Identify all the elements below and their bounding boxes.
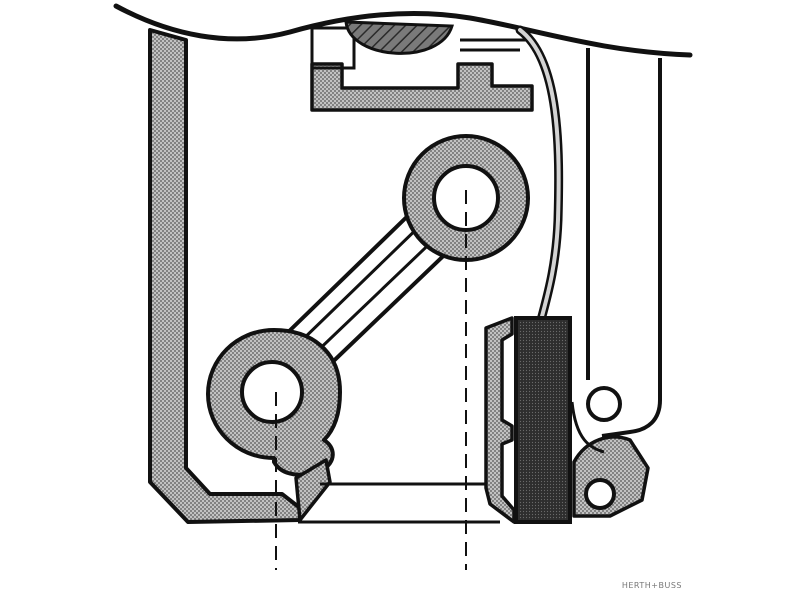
lower-roller <box>584 478 616 510</box>
bracket-frame <box>310 26 356 70</box>
link-inner-line-2 <box>306 228 446 362</box>
link-inner-line-1 <box>294 216 430 348</box>
housing-top-edge <box>113 3 693 58</box>
top-plug <box>344 20 454 55</box>
upper-roller <box>586 386 622 422</box>
brush-lead-wire-inner <box>518 28 561 326</box>
top-bracket <box>310 62 534 112</box>
roller-arc <box>570 401 605 454</box>
housing-left-wall <box>148 28 302 524</box>
spring-arm <box>294 458 332 522</box>
housing-right-outer-wall <box>601 58 662 438</box>
watermark-text: HERTH+BUSS <box>621 581 682 590</box>
brush-holder <box>484 316 516 524</box>
carbon-brush <box>514 316 572 524</box>
lower-pivot-hole <box>240 360 304 424</box>
